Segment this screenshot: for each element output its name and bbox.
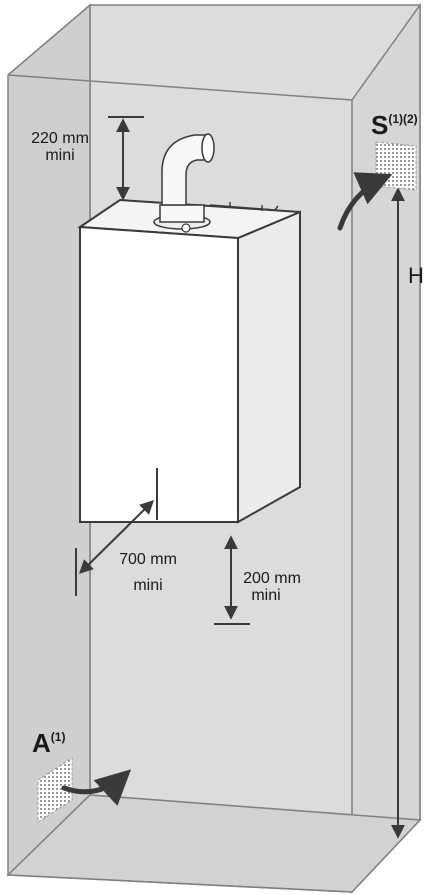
flue-base xyxy=(159,204,205,223)
top-clearance-value: 220 mm xyxy=(31,130,89,147)
height-label: H xyxy=(408,263,424,288)
wall-bracket xyxy=(209,202,279,211)
top-clearance-note: mini xyxy=(45,147,74,164)
front-clearance-dimension: 700 mm mini xyxy=(75,500,177,596)
inlet-airflow-arrow xyxy=(61,769,132,806)
outlet-vent-label: S(1)(2) xyxy=(371,110,418,140)
inlet-letter: A xyxy=(32,728,51,758)
outlet-letter: S xyxy=(371,110,388,140)
boiler xyxy=(77,198,301,524)
inlet-vent-label: A(1) xyxy=(32,728,65,758)
flue-outlet xyxy=(201,133,215,163)
height-dimension: H xyxy=(391,187,424,839)
outlet-grille xyxy=(375,141,417,191)
front-clearance-value: 700 mm xyxy=(119,551,177,568)
boiler-side xyxy=(237,210,301,524)
inlet-grille xyxy=(37,757,73,823)
bottom-clearance-dimension: 200 mm mini xyxy=(214,535,301,625)
flue-test-point xyxy=(181,223,191,233)
flue-elbow xyxy=(153,133,215,233)
boiler-front xyxy=(79,225,239,523)
enclosure-front-bottom-edge xyxy=(7,874,353,893)
outlet-vent: S(1)(2) xyxy=(337,110,418,231)
top-clearance-dimension: 220 mm mini xyxy=(31,116,144,201)
inlet-note: (1) xyxy=(51,730,66,744)
front-clearance-note: mini xyxy=(133,577,162,594)
bottom-clearance-note: mini xyxy=(251,587,280,604)
bottom-clearance-value: 200 mm xyxy=(243,570,301,587)
enclosure-front-top-edge xyxy=(7,74,353,101)
outlet-airflow-arrow xyxy=(337,172,393,231)
inlet-vent: A(1) xyxy=(32,728,132,823)
outlet-note: (1)(2) xyxy=(388,112,417,126)
